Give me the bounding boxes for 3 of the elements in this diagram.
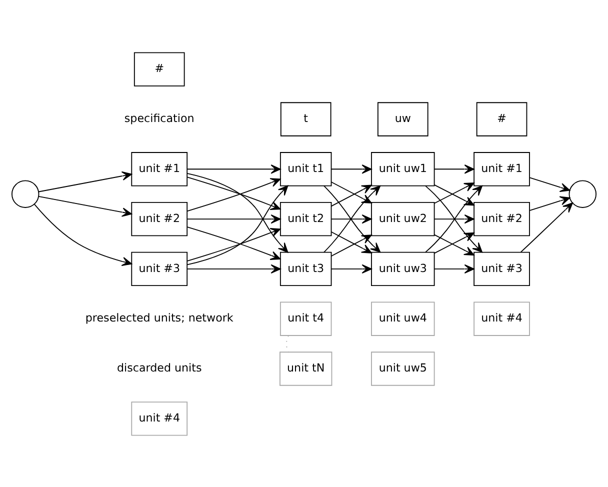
label: preselected units; network bbox=[85, 311, 234, 324]
label: discarded units bbox=[116, 361, 202, 374]
label: specification bbox=[124, 112, 194, 125]
